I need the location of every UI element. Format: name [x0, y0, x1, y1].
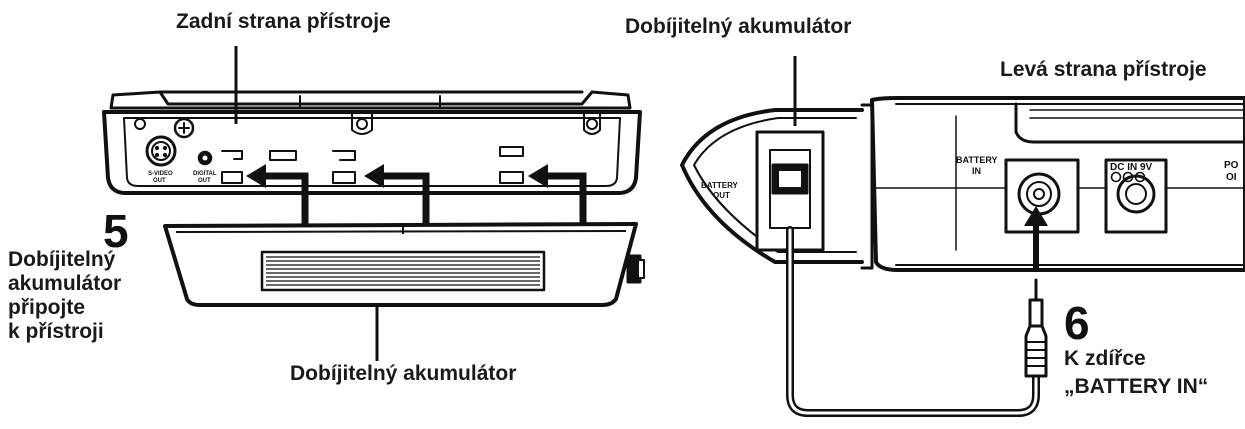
svideo-port-sublabel: OUT [153, 178, 166, 184]
player-side-view [680, 96, 1245, 272]
svideo-port-label: S-VIDEO [148, 171, 173, 177]
battery-bottom-label: Dobíjitelný akumulátor [290, 362, 517, 385]
step-5-line: Dobíjitelný [8, 248, 116, 271]
step-5-line: připojte [8, 296, 85, 319]
player-rear-view [102, 90, 642, 195]
battery-in-label-2: IN [972, 166, 981, 176]
battery-out-label-1: BATTERY [701, 181, 739, 190]
dc-in-label: DC IN 9V [1110, 162, 1153, 173]
oi-label: OI [1226, 172, 1237, 183]
insert-arrow-heads [246, 164, 548, 188]
step-5-line: k přístroji [8, 320, 104, 343]
connection-cable [786, 226, 1048, 417]
battery-top-label: Dobíjitelný akumulátor [625, 15, 852, 38]
step-5-line: akumulátor [8, 272, 122, 295]
step-6-instructions: K zdířce „BATTERY IN“ [1064, 345, 1208, 401]
step-6-line: „BATTERY IN“ [1064, 375, 1209, 398]
step-6-line: K zdířce [1064, 347, 1146, 370]
side-port-labels: BATTERY OUT BATTERY IN DC IN 9V PO OI [701, 155, 1239, 200]
digital-port-label: DIGITAL [193, 171, 217, 177]
plug-in-arrow [1024, 206, 1048, 268]
po-label: PO [1224, 160, 1239, 171]
step-5-number: 5 [103, 205, 129, 257]
digital-port-sublabel: OUT [198, 178, 211, 184]
step-5-instructions: Dobíjitelný akumulátor připojte k přístr… [8, 248, 121, 344]
insert-arrows [262, 172, 587, 240]
step-6-number: 6 [1064, 297, 1090, 349]
left-side-label: Levá strana přístroje [1000, 58, 1207, 81]
rear-side-label: Zadní strana přístroje [176, 10, 391, 33]
battery-pack [163, 222, 645, 307]
battery-in-label-1: BATTERY [956, 155, 998, 165]
battery-out-label-2: OUT [713, 191, 730, 200]
rear-port-labels: S-VIDEO OUT DIGITAL OUT [148, 171, 217, 184]
